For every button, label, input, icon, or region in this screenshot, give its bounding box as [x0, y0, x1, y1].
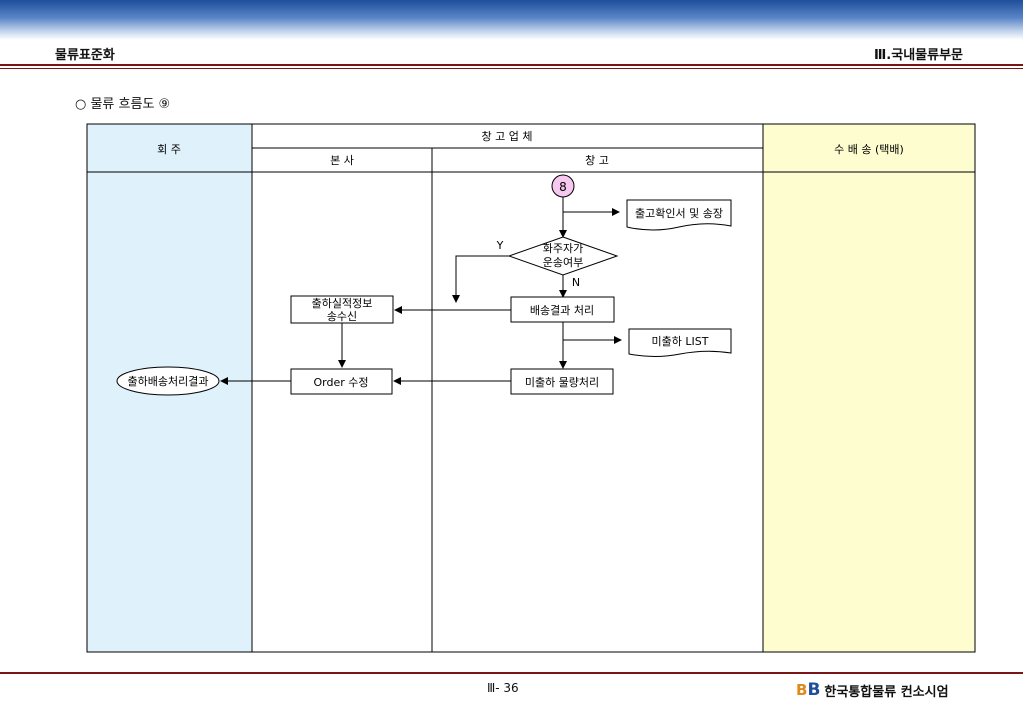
unshipped-process-label: 미출하 물량처리	[525, 375, 599, 389]
lane-header-shipper: 회 주	[157, 143, 181, 156]
release-doc-label: 출고확인서 및 송장	[635, 207, 723, 220]
lane-header-warehouse: 창 고	[585, 154, 609, 167]
order-edit-box	[290, 368, 393, 395]
page-number: Ⅲ- 36	[487, 681, 519, 695]
lane-header-delivery: 수 배 송 (택배)	[834, 143, 904, 156]
lane-header-head-office: 본 사	[330, 154, 354, 167]
shipment-info-label-line2: 송수신	[327, 310, 357, 323]
shipment-info-label-line1: 출하실적정보	[312, 296, 373, 310]
footer-rule	[0, 672, 1023, 674]
section-title: ○ 물류 흐름도 ⑨	[75, 97, 171, 112]
unshipped-list-doc-shape	[628, 328, 732, 357]
delivery-lane-bg	[763, 124, 975, 652]
decision-no-label: N	[572, 276, 580, 289]
header-rule	[0, 64, 1023, 66]
decision-yes-label: Y	[496, 239, 504, 252]
header-right-title: Ⅲ.국내물류부문	[874, 48, 963, 63]
diagram-frame	[86, 123, 976, 653]
header-rule-thin	[0, 68, 1023, 69]
decision-label-line1: 화주자가	[543, 242, 583, 255]
release-doc-shape	[626, 199, 732, 231]
order-edit-label: Order 수정	[314, 376, 369, 389]
unshipped-process-box	[510, 368, 614, 395]
footer-brand-text: 한국통합물류 컨소시엄	[824, 684, 949, 700]
edge-decision-yes	[452, 255, 509, 303]
connector-label: 8	[559, 180, 567, 194]
result-terminal-shape	[116, 366, 220, 396]
top-gradient-band	[0, 0, 1023, 40]
unshipped-list-label: 미출하 LIST	[652, 334, 709, 348]
decision-label-line2: 운송여부	[543, 256, 583, 269]
result-terminal-label: 출하배송처리결과	[128, 374, 209, 388]
lane-header-warehouse-company: 창 고 업 체	[482, 130, 533, 143]
header-left-title: 물류표준화	[55, 48, 115, 63]
delivery-result-label: 배송결과 처리	[530, 304, 594, 317]
